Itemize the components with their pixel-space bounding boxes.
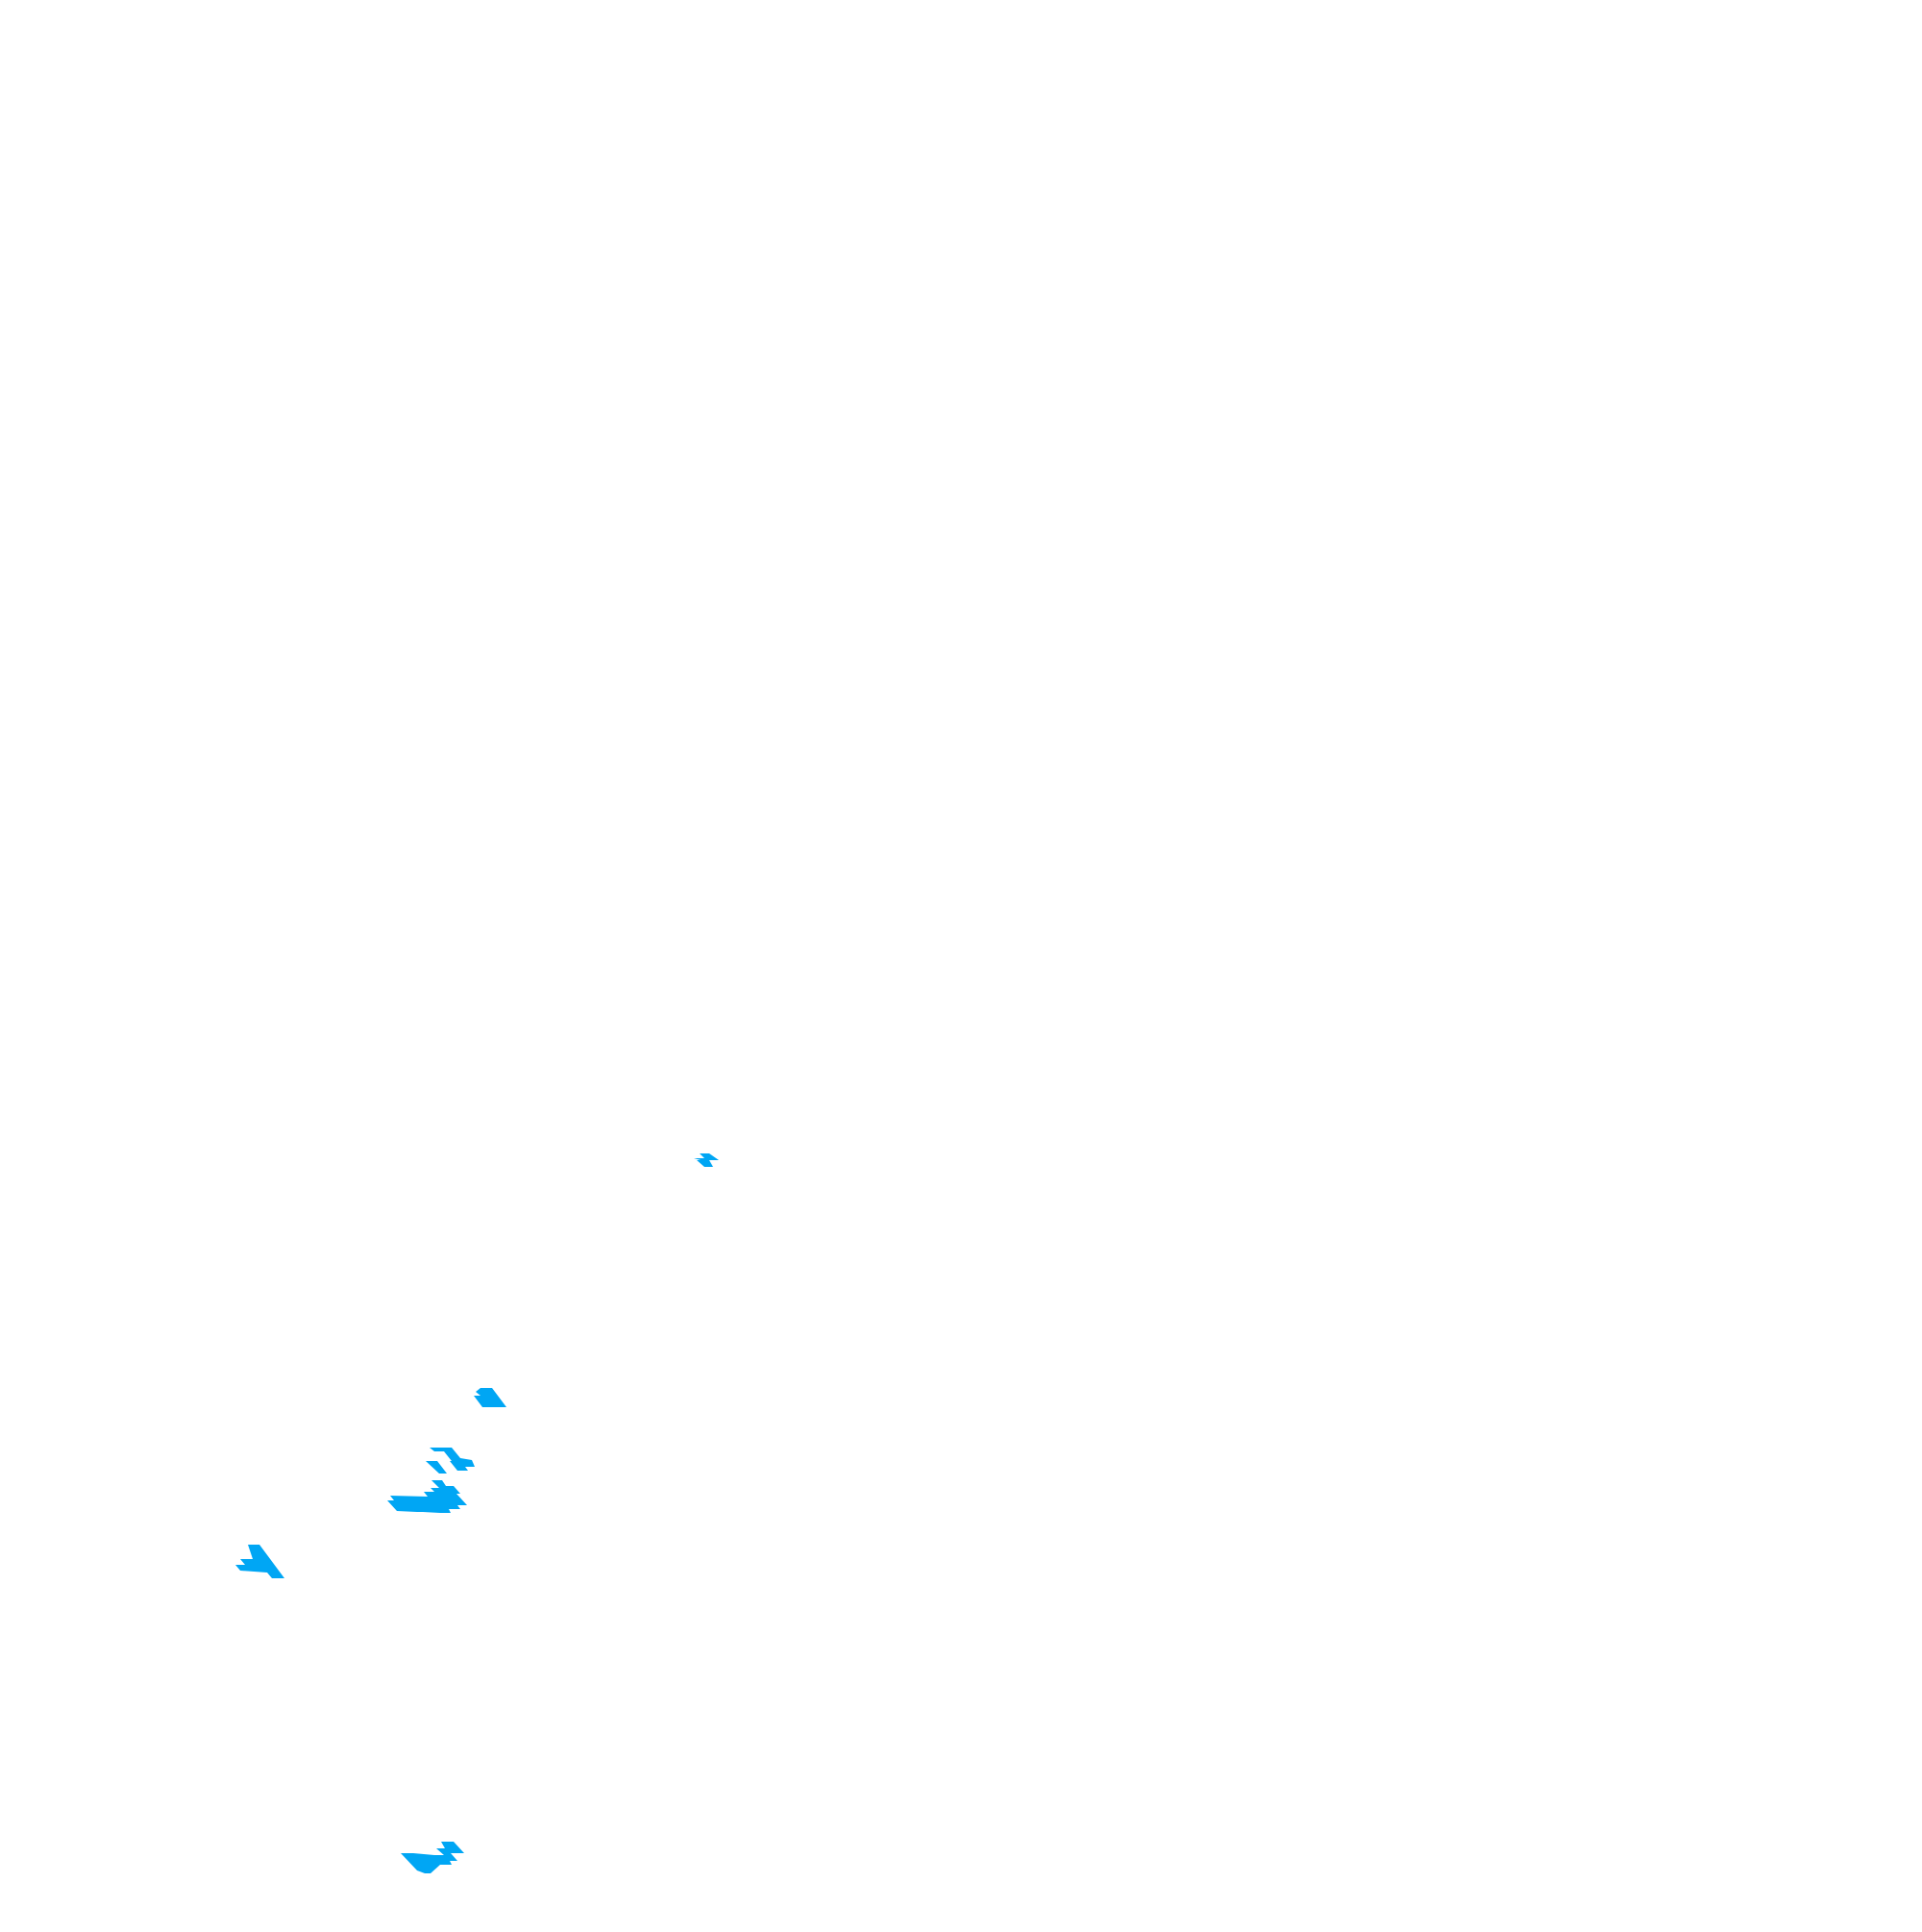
water-patch <box>387 1480 467 1513</box>
water-patch <box>235 1545 284 1578</box>
water-patch <box>430 1448 475 1471</box>
water-patch <box>694 1153 719 1167</box>
water-patch <box>474 1388 506 1407</box>
water-patch <box>401 1842 464 1873</box>
water-patch <box>426 1461 447 1474</box>
map-features <box>235 1153 719 1873</box>
